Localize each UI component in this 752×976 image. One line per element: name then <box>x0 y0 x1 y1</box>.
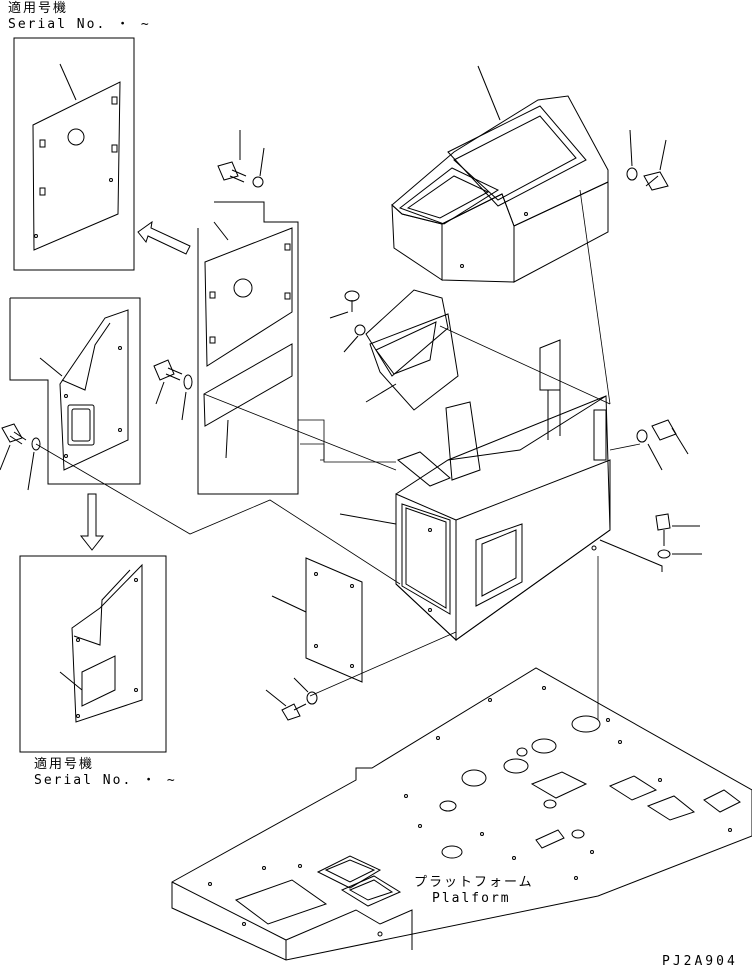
arrow-down-icon <box>81 494 103 550</box>
main-console-box <box>340 340 610 640</box>
platform-label-jp: プラットフォーム <box>414 875 534 890</box>
bolt-left-icon <box>0 424 26 470</box>
detail-box-top-left <box>14 38 134 270</box>
applicable-serial-label-bottom-en: Serial No. ・ ~ <box>34 773 177 788</box>
washer-cover-bottom-icon <box>294 678 317 704</box>
bolt-cover-bottom-icon <box>266 690 306 720</box>
lever-cover-part <box>330 290 458 410</box>
applicable-serial-label-top-jp: 適用号機 <box>8 1 69 16</box>
leader-lines <box>36 190 640 720</box>
bolt-center-top-icon <box>218 130 246 182</box>
center-cover-group <box>198 202 298 494</box>
platform-floor-plate <box>172 668 752 960</box>
bolt-center-left-icon <box>154 360 182 404</box>
washer-center-top-icon <box>253 148 264 187</box>
applicable-serial-label-bottom-jp: 適用号機 <box>34 757 95 772</box>
washer-box-right-icon <box>637 430 662 470</box>
platform-label-en: Plalform <box>432 891 511 906</box>
detail-box-bottom-left <box>20 556 166 752</box>
applicable-serial-label-top-en: Serial No. ・ ~ <box>8 17 151 32</box>
washer-console-right-icon <box>627 130 637 180</box>
washer-box-lower-right-icon <box>600 540 702 572</box>
detail-box-middle-left <box>10 298 140 484</box>
arrow-to-top-left-icon <box>138 222 190 254</box>
washer-left-icon <box>28 438 40 490</box>
bolt-box-right-icon <box>652 420 688 454</box>
top-console-cover <box>392 66 608 282</box>
bolt-box-lower-right-icon <box>656 514 700 546</box>
side-cover-plate <box>272 558 362 682</box>
washer-center-left-icon <box>182 375 192 420</box>
drawing-code-label: PJ2A904 <box>662 954 738 969</box>
bolt-console-right-icon <box>644 140 668 190</box>
